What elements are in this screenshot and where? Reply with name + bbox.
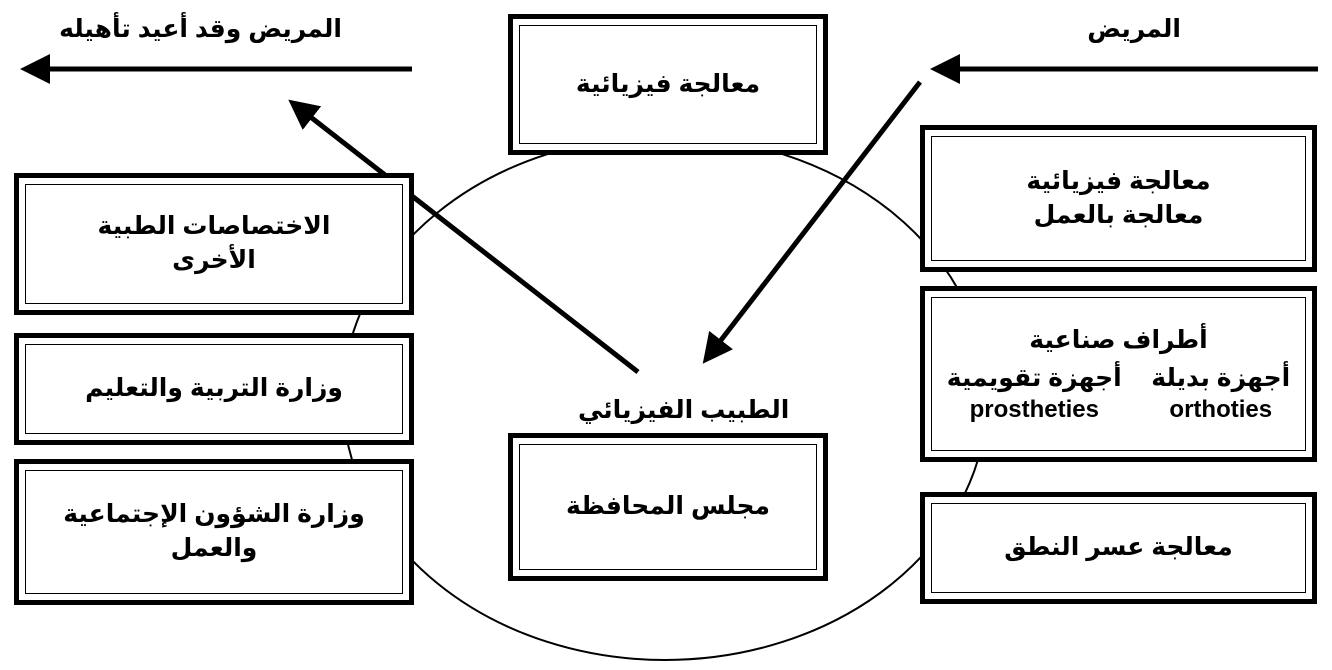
physiatrist-label: الطبيب الفيزيائي: [578, 396, 790, 424]
prosthetics-box: أطراف صناعية أجهزة بديلة orthoties أجهزة…: [920, 286, 1317, 462]
governorate-council-text: مجلس المحافظة: [566, 492, 770, 521]
physical-therapy-text: معالجة فيزيائية: [575, 69, 761, 98]
orthopedic-devices-ar: أجهزة تقويمية: [946, 364, 1122, 393]
rehabilitated-patient-label: المريض وقد أعيد تأهيله: [59, 15, 342, 43]
governorate-council-box: مجلس المحافظة: [508, 433, 828, 581]
replacement-devices-ar: أجهزة بديلة: [1151, 364, 1291, 393]
physical-therapy-line: معالجة فيزيائية: [1026, 166, 1211, 195]
prosthetics-title: أطراف صناعية: [1029, 325, 1208, 354]
physical-therapy-box: معالجة فيزيائية: [508, 14, 828, 155]
ministry-social-line1: وزارة الشؤون الإجتماعية: [63, 500, 365, 529]
therapy-group-box: معالجة فيزيائية معالجة بالعمل: [920, 125, 1317, 272]
other-specialties-line1: الاختصاصات الطبية: [97, 212, 331, 241]
replacement-devices-en: orthoties: [1169, 395, 1273, 423]
patient-label: المريض: [1087, 15, 1181, 43]
other-specialties-line2: الأخرى: [172, 246, 256, 274]
occupational-therapy-line: معالجة بالعمل: [1033, 200, 1204, 229]
patient-to-physiatrist-arrow: [702, 80, 922, 364]
ministry-social-line2: والعمل: [170, 534, 258, 562]
ministry-education-text: وزارة التربية والتعليم: [85, 374, 343, 403]
speech-therapy-text: معالجة عسر النطق: [1004, 533, 1233, 562]
other-specialties-box: الاختصاصات الطبية الأخرى: [14, 173, 414, 315]
ministry-social-affairs-box: وزارة الشؤون الإجتماعية والعمل: [14, 459, 414, 605]
orthopedic-devices-en: prostheties: [969, 395, 1099, 423]
physiatrist-to-rehabilitated-arrow: [288, 99, 640, 374]
ministry-education-box: وزارة التربية والتعليم: [14, 333, 414, 445]
speech-therapy-box: معالجة عسر النطق: [920, 492, 1317, 604]
